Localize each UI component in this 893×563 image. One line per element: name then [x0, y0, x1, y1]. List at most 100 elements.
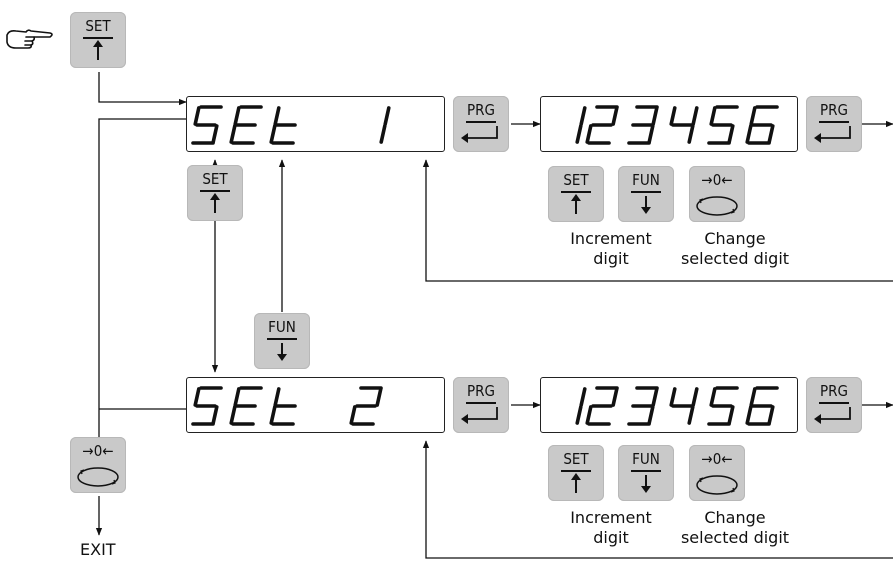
set-up-button[interactable]: SET — [548, 166, 604, 222]
reset-key-label: →0← — [82, 442, 114, 460]
fun-key-label: FUN — [268, 318, 296, 336]
set-up-button[interactable]: SET — [70, 12, 126, 68]
set-key-label: SET — [202, 170, 228, 188]
enter-icon — [814, 407, 851, 424]
arrow-up-icon — [571, 194, 581, 214]
fun-key-label: FUN — [632, 171, 660, 189]
display-digit — [585, 105, 619, 145]
display-segment — [379, 124, 387, 144]
arrow-down-icon — [277, 343, 287, 361]
exit-label: EXIT — [80, 540, 116, 559]
display-digit — [379, 106, 391, 144]
display-segment — [273, 387, 281, 407]
prg-enter-button[interactable]: PRG — [453, 377, 509, 433]
display-segment — [611, 106, 619, 126]
set-up-button[interactable]: SET — [187, 165, 243, 221]
display-digit — [745, 105, 779, 145]
enter-icon — [814, 126, 851, 143]
seven-segment-text: SEt 1 — [191, 105, 391, 145]
display-digit — [269, 387, 297, 426]
display-set2: SEt 2 — [186, 377, 445, 433]
arrow-up-icon — [571, 473, 581, 493]
change-caption-line1: Change — [704, 508, 766, 527]
reset-key-label: →0← — [701, 450, 733, 468]
display-segment — [269, 124, 277, 144]
display-digit — [229, 105, 263, 145]
display-segment — [669, 387, 677, 407]
display-segment — [585, 405, 593, 425]
display-segment — [687, 405, 695, 425]
display-value1: 123456 — [540, 96, 798, 152]
display-segment — [691, 387, 699, 407]
display-segment — [585, 124, 593, 144]
display-digit — [585, 386, 619, 426]
reset-key-label: →0← — [701, 171, 733, 189]
display-digit — [229, 386, 263, 426]
fun-down-button[interactable]: FUN — [254, 313, 310, 369]
prg-key-label: PRG — [820, 382, 848, 400]
display-segment — [651, 106, 659, 126]
display-segment — [767, 405, 775, 425]
display-digit — [269, 106, 297, 145]
display-segment — [647, 405, 655, 425]
display-segment — [229, 124, 237, 144]
display-segment — [579, 106, 587, 126]
display-value2: 123456 — [540, 377, 798, 433]
display-segment — [211, 124, 219, 144]
prg-key-label: PRG — [467, 101, 495, 119]
fun-down-button[interactable]: FUN — [618, 166, 674, 222]
display-digit — [191, 386, 223, 426]
set-key-label: SET — [563, 171, 589, 189]
arrow-down-icon — [641, 196, 651, 214]
display-segment — [727, 124, 735, 144]
display-segment — [575, 405, 583, 425]
set-key-label: SET — [563, 450, 589, 468]
fun-key-label: FUN — [632, 450, 660, 468]
set-up-button[interactable]: SET — [548, 445, 604, 501]
seven-segment-text: 123456 — [575, 386, 779, 426]
display-segment — [349, 405, 357, 425]
prg-enter-button[interactable]: PRG — [806, 377, 862, 433]
reset-button[interactable]: →0← — [70, 437, 126, 493]
increment-caption-line1: Increment — [570, 229, 652, 248]
display-segment — [575, 124, 583, 144]
seven-segment-text: SEt 2 — [191, 386, 383, 426]
change-caption-line1: Change — [704, 229, 766, 248]
fun-down-button[interactable]: FUN — [618, 445, 674, 501]
display-digit — [627, 105, 659, 145]
prg-key-label: PRG — [820, 101, 848, 119]
display-segment — [611, 387, 619, 407]
increment-caption-line2: digit — [593, 249, 629, 268]
display-segment — [651, 387, 659, 407]
display-segment — [745, 405, 753, 425]
pointing-hand-icon — [6, 29, 53, 49]
prg-enter-button[interactable]: PRG — [453, 96, 509, 152]
display-set1: SEt 1 — [186, 96, 445, 152]
increment-caption-line1: Increment — [570, 508, 652, 527]
display-segment — [211, 405, 219, 425]
display-segment — [687, 124, 695, 144]
prg-enter-button[interactable]: PRG — [806, 96, 862, 152]
reset-button[interactable]: →0← — [689, 445, 745, 501]
prg-key-label: PRG — [467, 382, 495, 400]
display-digit — [707, 105, 739, 145]
display-digit — [707, 386, 739, 426]
display-segment — [579, 387, 587, 407]
display-segment — [193, 387, 201, 407]
display-segment — [669, 106, 677, 126]
reset-button[interactable]: →0← — [689, 166, 745, 222]
increment-caption: Increment digit — [556, 508, 666, 548]
display-digit — [575, 106, 587, 144]
display-segment — [727, 405, 735, 425]
display-segment — [691, 106, 699, 126]
increment-caption: Increment digit — [556, 229, 666, 269]
change-caption-line2: selected digit — [680, 528, 790, 547]
display-segment — [749, 106, 757, 126]
display-segment — [767, 124, 775, 144]
rotate-icon — [77, 467, 119, 487]
display-digit — [745, 386, 779, 426]
display-digit — [669, 106, 699, 144]
arrow-up-icon — [210, 193, 220, 213]
display-segment — [269, 405, 277, 425]
